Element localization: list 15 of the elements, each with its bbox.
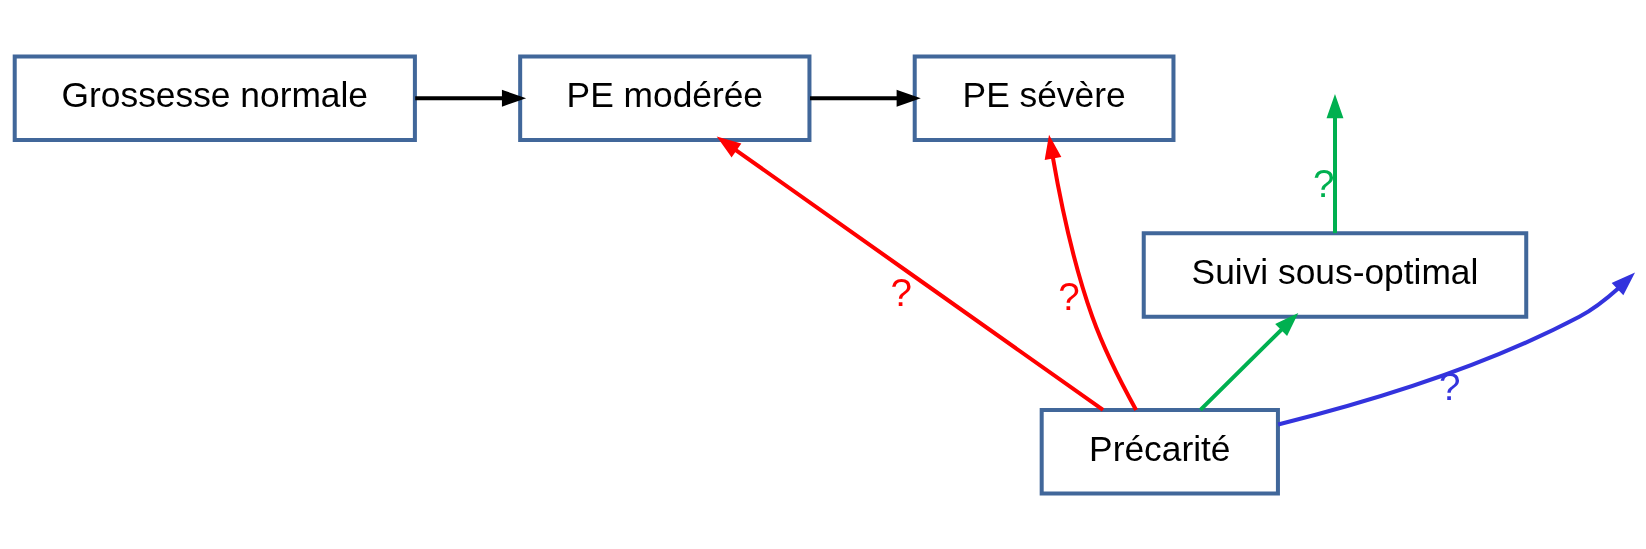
edge-label: ? [890,270,912,314]
edge-label: ? [1058,274,1080,318]
arrow [716,136,1105,412]
arrow [1326,93,1344,233]
node-box: Précarité [1039,407,1280,496]
node-box: Suivi sous-optimal [1141,230,1529,319]
arrow [810,89,921,107]
arrow [1044,134,1138,411]
node-box: PE modérée [518,53,812,142]
node-box: PE sévère [912,53,1176,142]
edge-label: ? [1313,161,1335,205]
arrow [1277,272,1636,426]
node-box: Grossesse normale [12,53,417,142]
arrow [415,89,527,107]
arrow [1199,312,1299,411]
